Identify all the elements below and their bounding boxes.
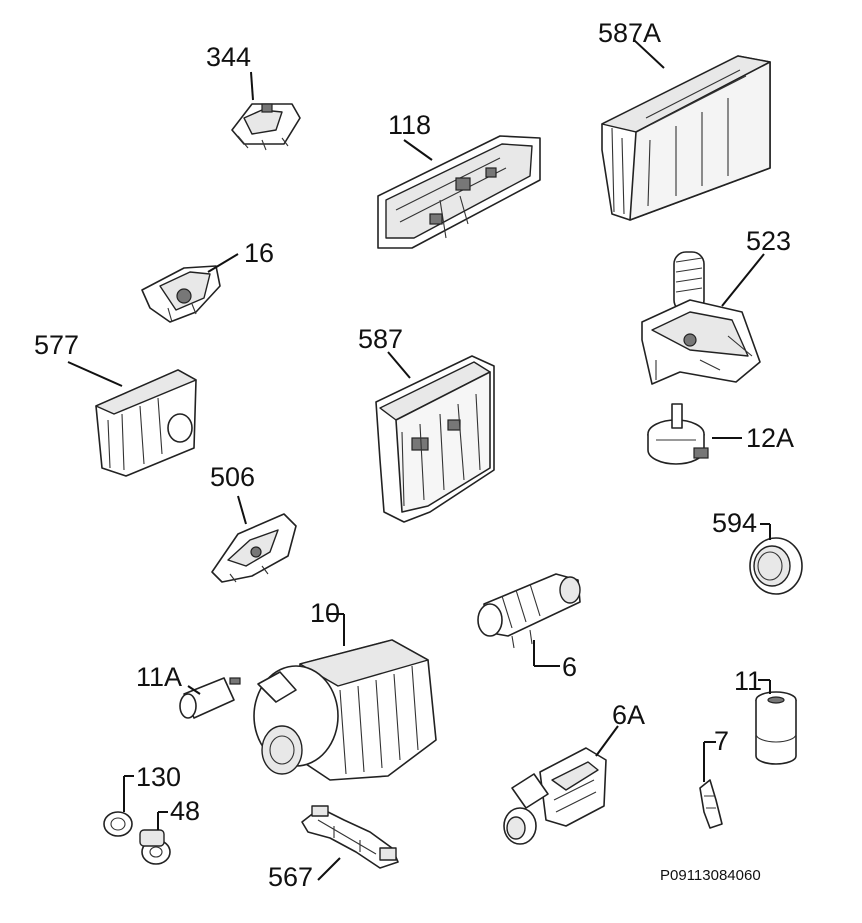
- leader-6A: [595, 725, 619, 757]
- label-587A: 587A: [598, 18, 661, 48]
- label-48: 48: [170, 796, 200, 826]
- leader-567: [317, 857, 341, 881]
- part-10-drawing: [477, 573, 581, 649]
- label-567: 567: [268, 862, 313, 892]
- part-6-drawing: [253, 639, 437, 781]
- leader-587: [387, 351, 411, 379]
- leader-11A: [187, 685, 201, 695]
- part-118-drawing: [377, 135, 541, 249]
- part-344-drawing: [231, 103, 301, 151]
- label-6: 10: [310, 598, 340, 628]
- part-12A-drawing: [647, 403, 709, 465]
- part-48-drawing: [139, 829, 171, 865]
- leader-118: [403, 139, 433, 161]
- label-130: 130: [136, 762, 181, 792]
- part-7-drawing: [699, 779, 723, 829]
- label-11: 11: [734, 666, 762, 696]
- label-11A: 11A: [136, 662, 182, 692]
- leader-506: [237, 495, 247, 525]
- label-12A: 12A: [746, 423, 794, 453]
- part-11A-drawing: [179, 677, 241, 719]
- leader-344: [250, 71, 254, 101]
- label-10: 6: [562, 652, 577, 682]
- label-577: 577: [34, 330, 79, 360]
- part-16-drawing: [141, 265, 221, 323]
- part-594-drawing: [749, 537, 803, 595]
- part-587A-drawing: [601, 55, 771, 221]
- part-587-drawing: [375, 355, 495, 523]
- part-523-drawing: [641, 251, 761, 385]
- leader-16: [207, 253, 239, 273]
- part-567-drawing: [301, 805, 399, 869]
- label-16: 16: [244, 238, 274, 268]
- label-344: 344: [206, 42, 251, 72]
- part-130-drawing: [103, 811, 133, 837]
- label-594: 594: [712, 508, 757, 538]
- label-523: 523: [746, 226, 791, 256]
- leader-577: [67, 361, 123, 387]
- label-6A: 6A: [612, 700, 645, 730]
- leader-523: [721, 253, 765, 307]
- part-577-drawing: [95, 369, 197, 477]
- part-11-drawing: [755, 691, 797, 765]
- label-506: 506: [210, 462, 255, 492]
- drawing-code: P09113084060: [660, 867, 761, 884]
- leader-587A: [633, 39, 665, 69]
- part-506-drawing: [211, 513, 297, 583]
- label-118: 118: [388, 110, 431, 140]
- label-7: 7: [714, 726, 729, 756]
- label-587: 587: [358, 324, 403, 354]
- part-6A-drawing: [503, 747, 607, 845]
